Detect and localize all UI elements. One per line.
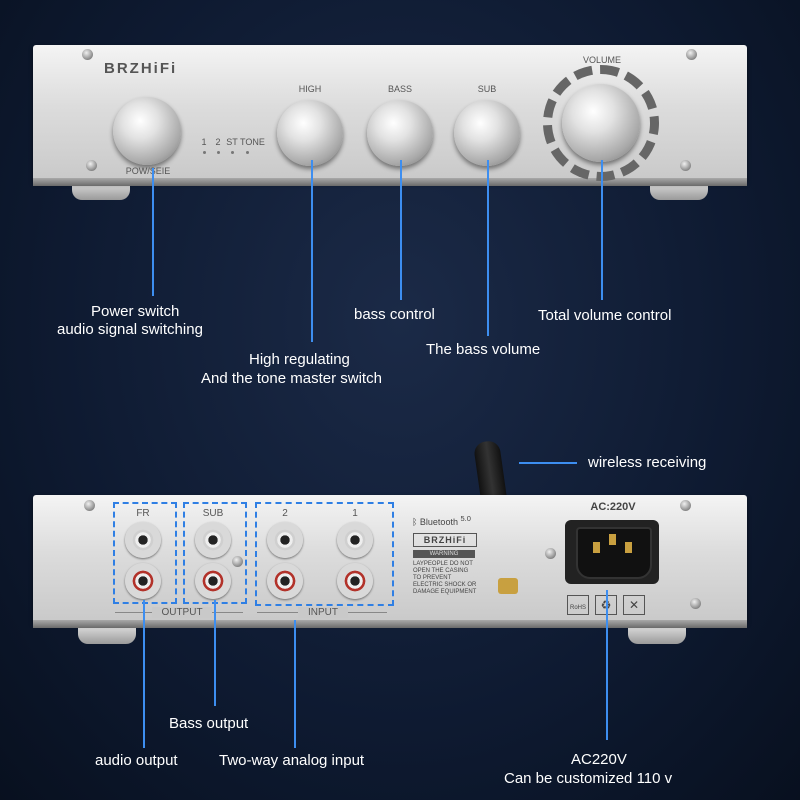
screw (82, 49, 93, 60)
front-brand-logo: BRZHiFi (104, 60, 178, 77)
callout-bass-output: Bass output (169, 715, 249, 732)
callout-line-power (152, 168, 154, 296)
callout-wireless: wireless receiving (588, 454, 707, 471)
high-knob[interactable] (277, 100, 343, 166)
indicator-label-1: 1 (201, 137, 207, 147)
callout-power-sub: audio signal switching (57, 321, 203, 338)
input-1-jack-right[interactable] (337, 563, 373, 599)
callout-line-audio-output (143, 600, 145, 748)
callout-bass-volume: The bass volume (426, 341, 541, 358)
callout-line-high (311, 160, 313, 342)
indicator-label-tone: TONE (240, 137, 265, 147)
fr-output-jack-left[interactable] (125, 522, 161, 558)
indicator-led (217, 151, 220, 154)
callout-line-sub (487, 160, 489, 336)
sub-output-jack-right[interactable] (195, 563, 231, 599)
sub-knob[interactable] (454, 100, 520, 166)
rear-panel-edge (33, 620, 747, 628)
fr-output-jack-right[interactable] (125, 563, 161, 599)
screw (84, 500, 95, 511)
rohs-label: RoHS (569, 605, 586, 611)
callout-ac-sub: Can be customized 110 v (504, 770, 673, 787)
callout-high: High regulating (249, 351, 350, 368)
rear-right-foot (628, 624, 686, 644)
callout-line-bass-output (214, 600, 216, 706)
callout-line-bass (400, 160, 402, 300)
input-1-jack-left[interactable] (337, 522, 373, 558)
ac-pin (593, 542, 600, 553)
rear-brand-logo: BRZHiFi (413, 533, 477, 547)
input-2-jack-left[interactable] (267, 522, 303, 558)
power-label: POW/SEIE (125, 166, 171, 176)
callout-high-sub: And the tone master switch (201, 370, 382, 387)
indicator-led (231, 151, 234, 154)
warning-text: LAYPEOPLE DO NOT OPEN THE CASING TO PREV… (413, 561, 477, 595)
antenna-connector (498, 578, 518, 594)
input-label: INPUT (298, 607, 348, 618)
screw (232, 556, 243, 567)
callout-line-wireless (519, 462, 577, 464)
ac-voltage-label: AC:220V (590, 501, 636, 513)
rohs-cert-icon: RoHS (567, 595, 589, 615)
screw (86, 160, 97, 171)
warning-badge: WARNING (413, 550, 475, 558)
callout-line-analog-input (294, 620, 296, 748)
output-label: OUTPUT (152, 607, 212, 618)
callout-total-volume: Total volume control (538, 307, 672, 324)
volume-label: VOLUME (582, 55, 621, 65)
input-2-jack-right[interactable] (267, 563, 303, 599)
indicator-label-st: ST (226, 137, 238, 147)
screw (690, 598, 701, 609)
ac-pin (609, 534, 616, 545)
bluetooth-logo: ᛒ Bluetooth 5.0 (412, 514, 471, 527)
screw (545, 548, 556, 559)
weee-bin-icon: ✕ (623, 595, 645, 615)
indicator-led (246, 151, 249, 154)
ac-pin (625, 542, 632, 553)
input-2-label: 2 (282, 508, 288, 519)
callout-bass-control: bass control (354, 306, 435, 323)
high-label: HIGH (298, 84, 322, 94)
callout-line-volume (601, 160, 603, 300)
front-panel-edge (33, 178, 747, 186)
bluetooth-label: Bluetooth (419, 517, 458, 527)
rear-left-foot (78, 624, 136, 644)
fr-output-group (113, 502, 177, 604)
fr-label: FR (136, 508, 150, 519)
callout-analog-input: Two-way analog input (219, 752, 365, 769)
volume-knob[interactable] (562, 84, 640, 162)
sub-output-jack[interactable] (195, 522, 231, 558)
sub-label: SUB (477, 84, 497, 94)
screw (680, 160, 691, 171)
analog-input-group (255, 502, 394, 606)
bass-knob[interactable] (367, 100, 433, 166)
bluetooth-version: 5.0 (460, 514, 471, 523)
screw (686, 49, 697, 60)
screw (680, 500, 691, 511)
callout-power: Power switch (91, 303, 180, 320)
bass-label: BASS (387, 84, 412, 94)
indicator-label-2: 2 (215, 137, 221, 147)
callout-audio-output: audio output (95, 752, 178, 769)
bluetooth-icon: ᛒ (412, 517, 418, 527)
power-selector-knob[interactable] (113, 97, 181, 165)
input-1-label: 1 (352, 508, 358, 519)
sub-output-label: SUB (202, 508, 224, 519)
callout-ac: AC220V (571, 751, 627, 768)
indicator-led (203, 151, 206, 154)
callout-line-ac (606, 590, 608, 740)
